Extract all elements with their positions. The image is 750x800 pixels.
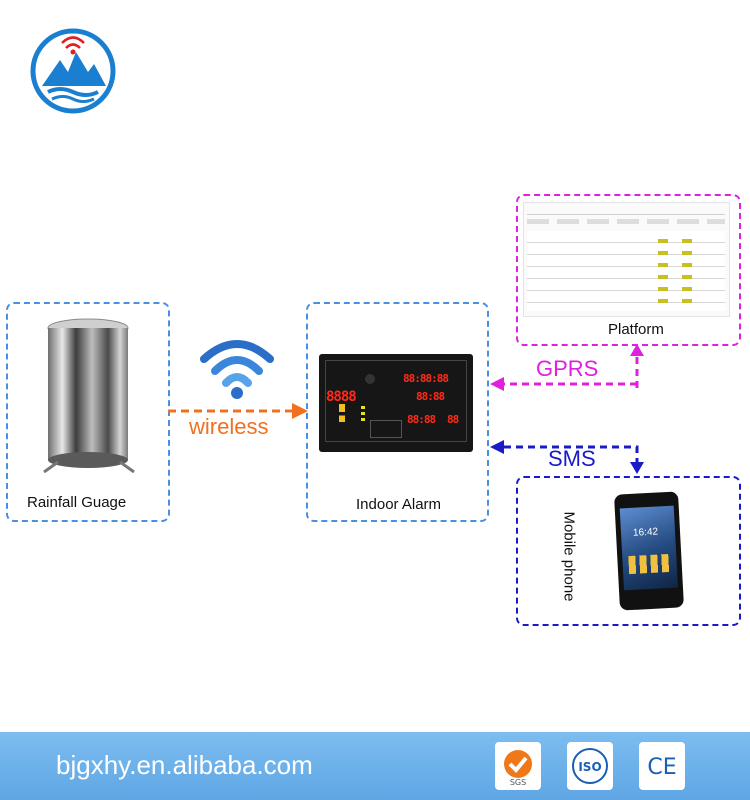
iso-text: ISO [578, 760, 601, 774]
wireless-label: wireless [189, 414, 269, 439]
indoor-alarm-device: 8888 88:88:88 88:88 88:88 88 [319, 354, 473, 452]
phone-screen: 16:42 [619, 505, 678, 591]
ce-badge: CE [639, 742, 685, 790]
sgs-badge: SGS [495, 742, 541, 790]
ce-badge-icon: CE [647, 755, 676, 780]
rainfall-gauge-label: Rainfall Guage [27, 494, 127, 511]
mobile-phone-image: 16:42 [614, 491, 684, 611]
alarm-led-time-top: 88:88:88 [403, 372, 449, 385]
platform-table-rows [527, 231, 725, 311]
iso-badge: ISO [567, 742, 613, 790]
gprs-label: GPRS [536, 356, 599, 381]
company-logo [30, 28, 116, 114]
sgs-badge-icon: SGS [504, 750, 532, 786]
ce-text: CE [647, 755, 676, 780]
alarm-mode-icons [339, 404, 345, 430]
alarm-led-temp: 88 [447, 413, 459, 426]
wireless-arrow [168, 403, 308, 419]
platform-screenshot [523, 202, 730, 317]
indoor-alarm-label: Indoor Alarm [356, 496, 442, 513]
sms-label: SMS [548, 446, 596, 471]
platform-status-column [658, 239, 668, 309]
phone-screen-icons [628, 553, 672, 575]
mobile-phone-box [516, 476, 741, 626]
platform-box [516, 194, 741, 346]
iso-badge-icon: ISO [572, 748, 608, 784]
platform-status-column-2 [682, 239, 692, 309]
rainfall-gauge-image [43, 318, 135, 474]
alarm-small-window [370, 420, 402, 438]
sms-arrow [490, 440, 644, 474]
alarm-led-time-mid: 88:88 [416, 390, 445, 403]
alarm-led-time-bottom: 88:88 [407, 413, 436, 426]
gprs-arrow [490, 344, 644, 391]
indoor-alarm-box [306, 302, 489, 522]
alarm-indicators [361, 406, 365, 422]
alarm-speaker [365, 374, 375, 384]
wifi-icon [200, 340, 274, 399]
platform-filter-row [527, 219, 725, 224]
alarm-led-main: 8888 [326, 389, 357, 405]
footer-url[interactable]: bjgxhy.en.alibaba.com [56, 750, 313, 780]
sgs-text: SGS [510, 778, 526, 786]
footer-bar: bjgxhy.en.alibaba.com SGS ISO CE [0, 732, 750, 800]
platform-toolbar [527, 207, 725, 215]
alarm-panel-frame [325, 360, 467, 442]
phone-screen-time: 16:42 [632, 526, 659, 539]
platform-label: Platform [608, 321, 664, 338]
mobile-phone-label: Mobile phone [560, 511, 578, 602]
